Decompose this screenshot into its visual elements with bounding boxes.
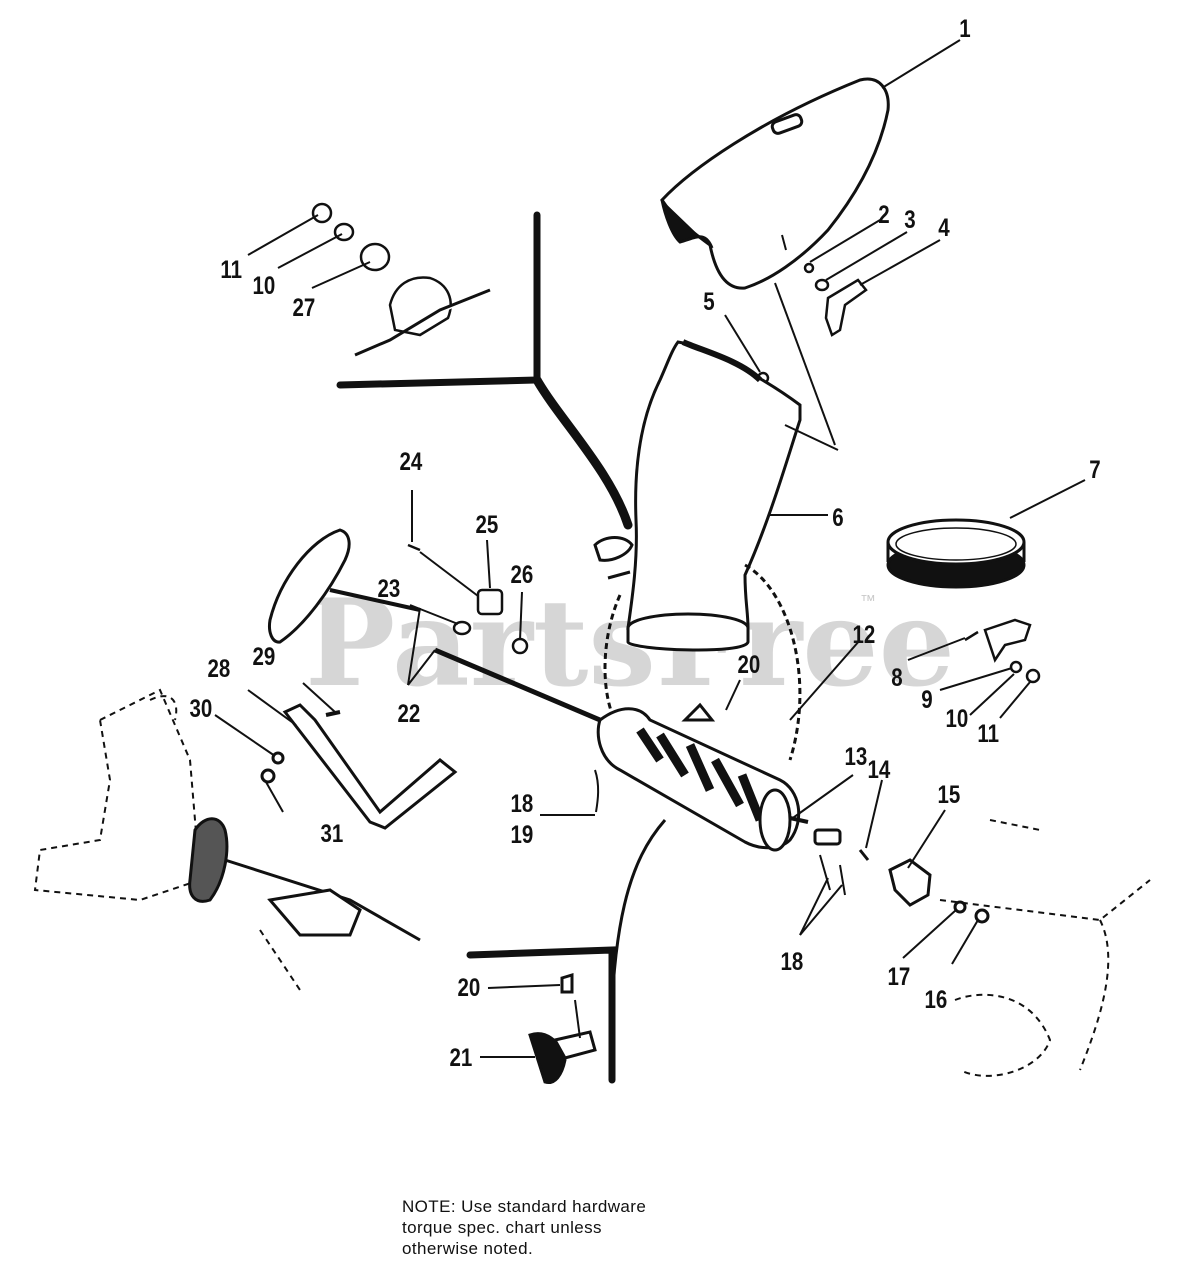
- callout-11-right: 11: [977, 719, 999, 747]
- callout-27: 27: [293, 293, 316, 321]
- callout-29: 29: [253, 642, 276, 670]
- callout-18-left: 18: [511, 789, 534, 817]
- part-20-21-bottom-bracket: [528, 972, 597, 1085]
- part-7-ring: [886, 518, 1026, 589]
- part-1-deflector-hood: [660, 77, 890, 290]
- housing-arc: [603, 563, 802, 761]
- note-line-3: otherwise noted.: [402, 1239, 534, 1258]
- callout-15: 15: [938, 780, 961, 808]
- callout-2: 2: [878, 200, 889, 228]
- callout-20-top: 20: [738, 650, 761, 678]
- callout-25: 25: [476, 510, 499, 538]
- note-line-1: NOTE: Use standard hardware: [402, 1197, 647, 1216]
- part-8-11-right-hardware: [964, 618, 1041, 684]
- callout-13: 13: [845, 742, 868, 770]
- dashed-machine-left: [33, 688, 301, 991]
- part-12-13-auger-shaft: [596, 702, 809, 852]
- callout-10-right: 10: [946, 704, 969, 732]
- callout-20-bottom: 20: [458, 973, 481, 1001]
- callout-5: 5: [703, 287, 715, 315]
- watermark-trademark: ™: [860, 593, 876, 610]
- callout-11-left: 11: [220, 255, 242, 283]
- callout-22: 22: [398, 699, 421, 727]
- callout-26: 26: [511, 560, 534, 588]
- hood-mount-lines: [774, 282, 839, 451]
- lower-crank-assembly: [188, 817, 421, 942]
- callout-1: 1: [959, 14, 971, 42]
- callout-28: 28: [208, 654, 231, 682]
- hardware-note: NOTE: Use standard hardware torque spec.…: [402, 1196, 762, 1259]
- callout-6: 6: [832, 503, 843, 531]
- callout-labels: 1 2 3 4 5 6 7 8 9 10 11 11 10 27 12 13 1…: [190, 14, 1101, 1071]
- part-6-chute: [593, 339, 802, 652]
- callout-23: 23: [378, 574, 401, 602]
- callout-30: 30: [190, 694, 213, 722]
- callout-4: 4: [938, 213, 950, 241]
- note-line-2: torque spec. chart unless: [402, 1218, 602, 1237]
- callout-21: 21: [450, 1043, 473, 1071]
- callout-14: 14: [868, 755, 891, 783]
- dashed-machine-right: [939, 819, 1151, 1077]
- callout-12: 12: [853, 620, 876, 648]
- part-2-3-4-hardware: [803, 262, 868, 337]
- callout-8: 8: [891, 663, 903, 691]
- callout-16: 16: [925, 985, 948, 1013]
- part-14-15-end-bracket: [813, 828, 990, 924]
- part-28-bracket: [260, 703, 458, 830]
- callout-9: 9: [921, 685, 932, 713]
- callout-19: 19: [511, 820, 534, 848]
- callout-7: 7: [1089, 455, 1100, 483]
- part-11-10-27-hardware: [311, 202, 491, 357]
- housing-side: [608, 819, 667, 1081]
- callout-17: 17: [888, 962, 911, 990]
- callout-18-right: 18: [781, 947, 804, 975]
- callout-10-left: 10: [253, 271, 276, 299]
- part-22-crank-rod: [268, 528, 601, 723]
- callout-24: 24: [400, 447, 423, 475]
- leader-lines: [214, 39, 1086, 1058]
- callout-31: 31: [321, 819, 344, 847]
- part-18-19-pins: [594, 769, 846, 896]
- callout-3: 3: [904, 205, 915, 233]
